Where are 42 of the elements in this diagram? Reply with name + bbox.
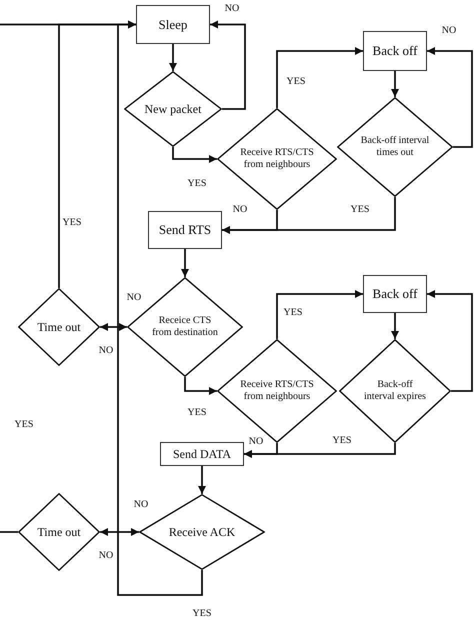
node-label: Send RTS xyxy=(158,222,212,238)
arrow xyxy=(117,20,203,596)
arrow xyxy=(169,44,177,71)
node-label: Receice CTS from destination xyxy=(151,315,219,339)
arrow xyxy=(244,443,278,458)
process-box xyxy=(363,275,427,313)
node-label: Back-off interval times out xyxy=(360,135,430,159)
arrow xyxy=(172,147,217,163)
double-arrow xyxy=(100,323,127,331)
arrow xyxy=(276,290,363,339)
arrow xyxy=(181,249,189,277)
arrow xyxy=(276,47,363,108)
node-label: Back-off interval expires xyxy=(363,379,427,403)
double-arrow xyxy=(100,528,139,536)
node-label: Receive RTS/CTS from neighbours xyxy=(239,147,315,171)
arrow xyxy=(210,20,246,110)
node-label: Receive ACK xyxy=(168,524,236,540)
node-label: Send DATA xyxy=(172,446,232,462)
connector-line xyxy=(0,531,18,533)
arrow xyxy=(391,71,399,97)
node-label: Back off xyxy=(372,43,418,59)
node-label: Time out xyxy=(36,524,82,540)
decision-diamond xyxy=(337,97,453,197)
decision-diamond xyxy=(127,277,243,377)
decision-diamond xyxy=(18,288,100,366)
process-box xyxy=(363,31,427,71)
arrow xyxy=(427,47,473,148)
arrow xyxy=(184,377,217,395)
node-label: New packet xyxy=(144,102,202,116)
node-label: Time out xyxy=(36,320,82,334)
decision-diamond xyxy=(124,71,222,147)
arrow xyxy=(198,466,206,494)
arrow xyxy=(222,197,396,234)
arrow xyxy=(391,313,399,339)
process-box xyxy=(160,442,244,466)
arrow xyxy=(427,290,473,392)
node-label: Back off xyxy=(372,286,418,302)
process-box xyxy=(148,211,222,249)
decision-diamond xyxy=(18,493,100,571)
node-label: Sleep xyxy=(158,16,188,32)
node-label: Receive RTS/CTS from neighbours xyxy=(239,379,315,403)
process-box xyxy=(136,5,210,44)
